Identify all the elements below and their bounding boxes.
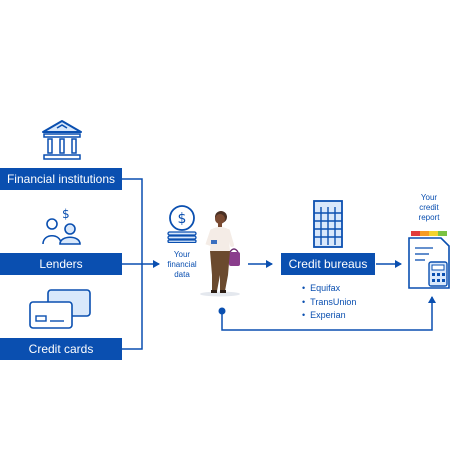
financial-institutions-box: Financial institutions [0, 168, 122, 190]
credit-report-calculator-icon [408, 231, 450, 289]
financial-data-caption-line: Your [173, 250, 191, 259]
svg-text:$: $ [62, 207, 70, 221]
credit-report-caption-line: report [418, 213, 440, 222]
office-building-icon [313, 200, 343, 248]
connector-credit-cards [122, 264, 143, 350]
credit-report-caption-line: Your [420, 193, 438, 202]
credit-report-caption: Your credit report [404, 193, 454, 223]
people-dollar-icon: $ [42, 207, 81, 245]
financial-data-caption-line: financial [167, 260, 197, 269]
credit-report-caption-line: credit [419, 203, 439, 212]
svg-text:$: $ [178, 211, 187, 227]
connector-financial-institutions [122, 178, 143, 264]
bank-icon [42, 120, 82, 160]
credit-bureaus-box: Credit bureaus [281, 253, 375, 275]
bureau-list-item: Equifax [302, 282, 356, 296]
credit-cards-box: Credit cards [0, 338, 122, 360]
connector-person-to-report [221, 296, 436, 331]
credit-cards-icon [29, 289, 91, 329]
financial-data-caption-line: data [174, 270, 190, 279]
connector-dot [218, 307, 226, 315]
lenders-box: Lenders [0, 253, 122, 275]
bureau-list-item: TransUnion [302, 296, 356, 310]
bureau-list-item: Experian [302, 309, 356, 323]
coin-stack-icon: $ [167, 205, 197, 243]
person-with-bag-icon [200, 211, 240, 297]
bureau-list: Equifax TransUnion Experian [302, 282, 356, 323]
financial-data-caption: Your financial data [157, 250, 207, 280]
